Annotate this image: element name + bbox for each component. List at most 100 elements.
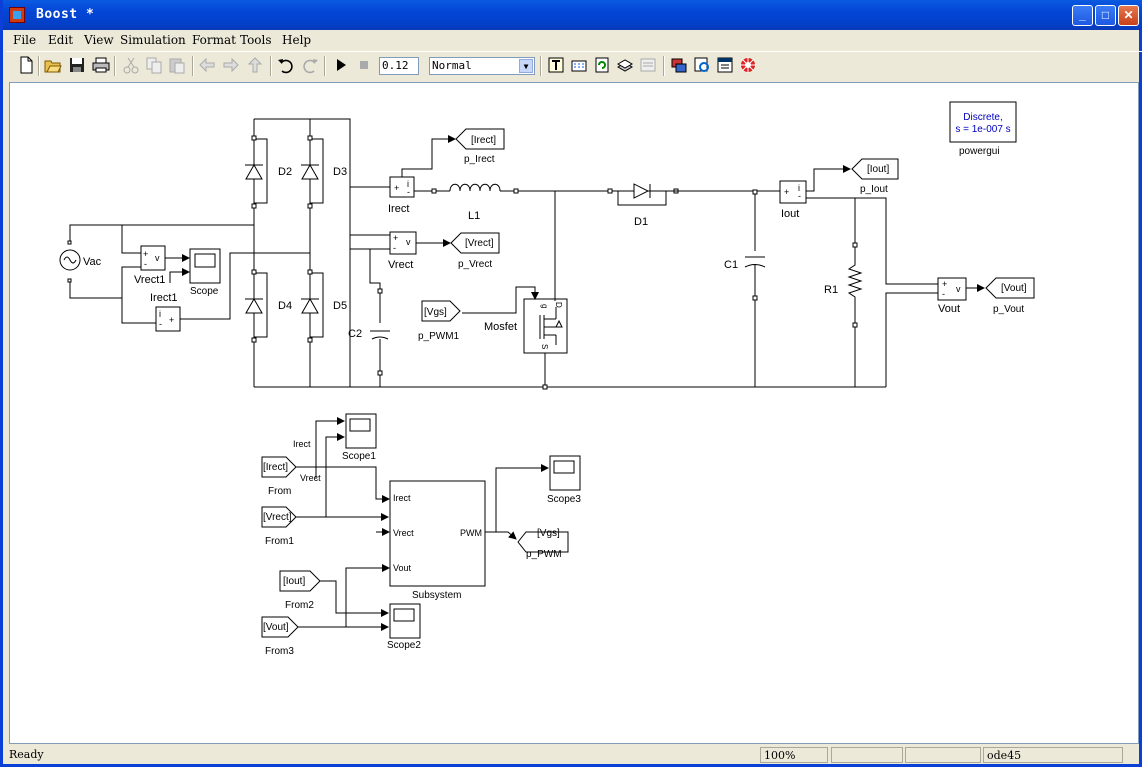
build-icon[interactable] [547,56,565,74]
d1-diode[interactable] [617,183,667,206]
copy-icon[interactable] [145,56,163,74]
back-icon[interactable] [198,56,216,74]
p-vout-label: p_Vout [993,304,1024,315]
debug-icon[interactable] [639,56,657,74]
p-vrect-tag[interactable] [450,232,500,254]
irect1-plus: + [169,315,174,325]
r1-resistor[interactable] [847,198,863,387]
scope1-block[interactable] [345,413,377,449]
p-iout-tag[interactable] [851,158,899,180]
simulink-app-icon[interactable] [9,7,25,23]
toolbar-separator [192,56,194,76]
scope3-block[interactable] [549,455,581,491]
subsystem-block[interactable] [389,480,486,587]
maximize-button[interactable]: □ [1095,5,1116,26]
toolbar-separator [270,56,272,76]
save-icon[interactable] [68,56,86,74]
from3-vout[interactable] [261,616,299,638]
menu-format[interactable]: Format [192,33,236,47]
vac-block[interactable] [59,240,81,283]
from3-tag-text: [Vout] [263,622,289,633]
d3-diode[interactable] [301,138,324,204]
powergui-block[interactable] [949,101,1017,143]
print-icon[interactable] [92,56,110,74]
iout-block[interactable] [779,180,807,204]
forward-icon[interactable] [222,56,240,74]
irect-minus: - [407,187,410,197]
menu-tools[interactable]: Tools [240,33,272,47]
p-irect-tag[interactable] [455,128,505,150]
block-diagram[interactable]: Vac Vrect1 Irect1 Scope D2 D3 D4 D5 C2 I… [10,83,1138,743]
profiler-icon[interactable] [670,56,688,74]
powergui-sample-time: s = 1e-007 s [955,124,1010,135]
vrect1-plus: + [143,249,148,259]
p-vrect-tag-text: [Vrect] [465,238,494,249]
scope-block[interactable] [189,248,221,284]
from1-tag-text: [Vrect] [263,512,292,523]
l1-inductor[interactable] [449,183,501,192]
explorer-icon[interactable] [693,56,711,74]
from2-tag-text: [Iout] [283,576,305,587]
toolbar-separator [663,56,665,76]
cut-icon[interactable] [122,56,140,74]
model-explorer-icon[interactable] [616,56,634,74]
chevron-down-icon[interactable]: ▼ [519,59,533,73]
r1-label: R1 [824,284,838,296]
d4-diode[interactable] [245,272,268,338]
stop-icon[interactable] [355,56,373,74]
paste-icon[interactable] [168,56,186,74]
l1-label: L1 [468,210,480,222]
vout-block[interactable] [937,277,967,301]
d4-label: D4 [278,300,292,312]
browser-icon[interactable] [716,56,734,74]
menu-help[interactable]: Help [282,33,312,47]
irect1-label: Irect1 [150,292,178,304]
menu-file[interactable]: File [13,33,37,47]
solver-name: ode45 [983,747,1123,763]
p-vout-tag[interactable] [985,277,1035,299]
new-icon[interactable] [17,56,35,74]
iout-minus: - [798,191,801,201]
menu-view[interactable]: View [84,33,114,47]
scope1-label: Scope1 [342,451,376,462]
title-bar[interactable]: Boost * _ □ ✕ [3,0,1142,30]
p-vout-tag-text: [Vout] [1001,283,1027,294]
d5-diode[interactable] [301,272,324,338]
vrect1-minus: - [144,259,147,269]
settings-icon[interactable] [739,56,757,74]
vrect-label: Vrect [388,259,413,271]
redo-icon[interactable] [301,56,319,74]
irect1-minus: - [159,319,162,329]
status-panel-empty [831,747,903,763]
subsystem-label: Subsystem [412,590,461,601]
from1-vrect[interactable] [261,506,297,528]
update-icon[interactable] [593,56,611,74]
vgs-tag-text: [Vgs] [424,307,447,318]
close-button[interactable]: ✕ [1118,5,1139,26]
from2-iout[interactable] [279,570,321,592]
play-icon[interactable] [332,56,350,74]
toolbar: 0.12 Normal ▼ [6,51,1142,80]
menu-edit[interactable]: Edit [48,33,74,47]
menu-simulation[interactable]: Simulation [120,33,186,47]
up-icon[interactable] [246,56,264,74]
from-irect[interactable] [261,456,297,478]
from-label: From [268,486,291,497]
d2-diode[interactable] [245,138,268,204]
vac-label: Vac [83,256,102,268]
minimize-button[interactable]: _ [1072,5,1093,26]
scope2-label: Scope2 [387,640,421,651]
vrect-plus: + [393,233,398,243]
p-pwm-tag[interactable] [517,531,569,553]
mosfet-pin-d: D [554,302,563,308]
open-icon[interactable] [44,56,62,74]
library-icon[interactable] [570,56,588,74]
signal-irect-label: Irect [293,439,311,449]
p-irect-tag-text: [Irect] [471,135,496,146]
model-canvas[interactable]: Vac Vrect1 Irect1 Scope D2 D3 D4 D5 C2 I… [9,82,1139,744]
scope2-block[interactable] [389,603,421,639]
stop-time-input[interactable]: 0.12 [379,57,419,75]
vgs-from-tag[interactable] [421,300,461,322]
simulation-mode-select[interactable]: Normal ▼ [429,57,535,75]
undo-icon[interactable] [277,56,295,74]
